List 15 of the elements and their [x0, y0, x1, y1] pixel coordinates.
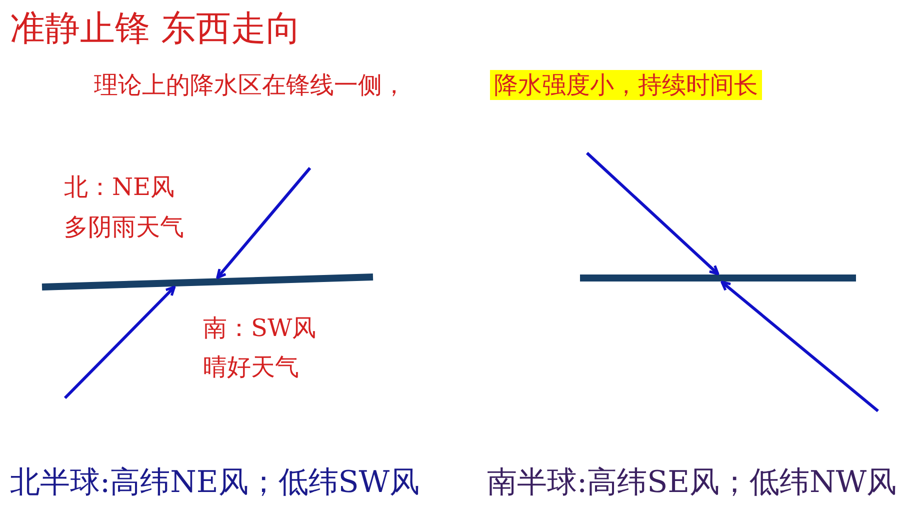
front-line: [580, 274, 856, 282]
front-line: [42, 274, 374, 290]
wind-arrow: [64, 286, 176, 400]
title: 准静止锋 东西走向: [10, 8, 302, 51]
text-label: 南半球:高纬SE风；低纬NW风: [487, 464, 897, 502]
text-label: 南：SW风: [203, 313, 316, 343]
text-label: 北半球:高纬NE风；低纬SW风: [10, 464, 420, 502]
text-label: 理论上的降水区在锋线一侧，: [93, 70, 407, 100]
text-label: 晴好天气: [203, 352, 299, 382]
wind-arrow: [720, 280, 879, 412]
wind-arrow: [216, 167, 312, 279]
wind-arrow: [586, 152, 720, 276]
text-label: 降水强度小，持续时间长: [490, 70, 762, 100]
text-label: 北：NE风: [64, 172, 175, 202]
text-label: 多阴雨天气: [64, 212, 184, 242]
